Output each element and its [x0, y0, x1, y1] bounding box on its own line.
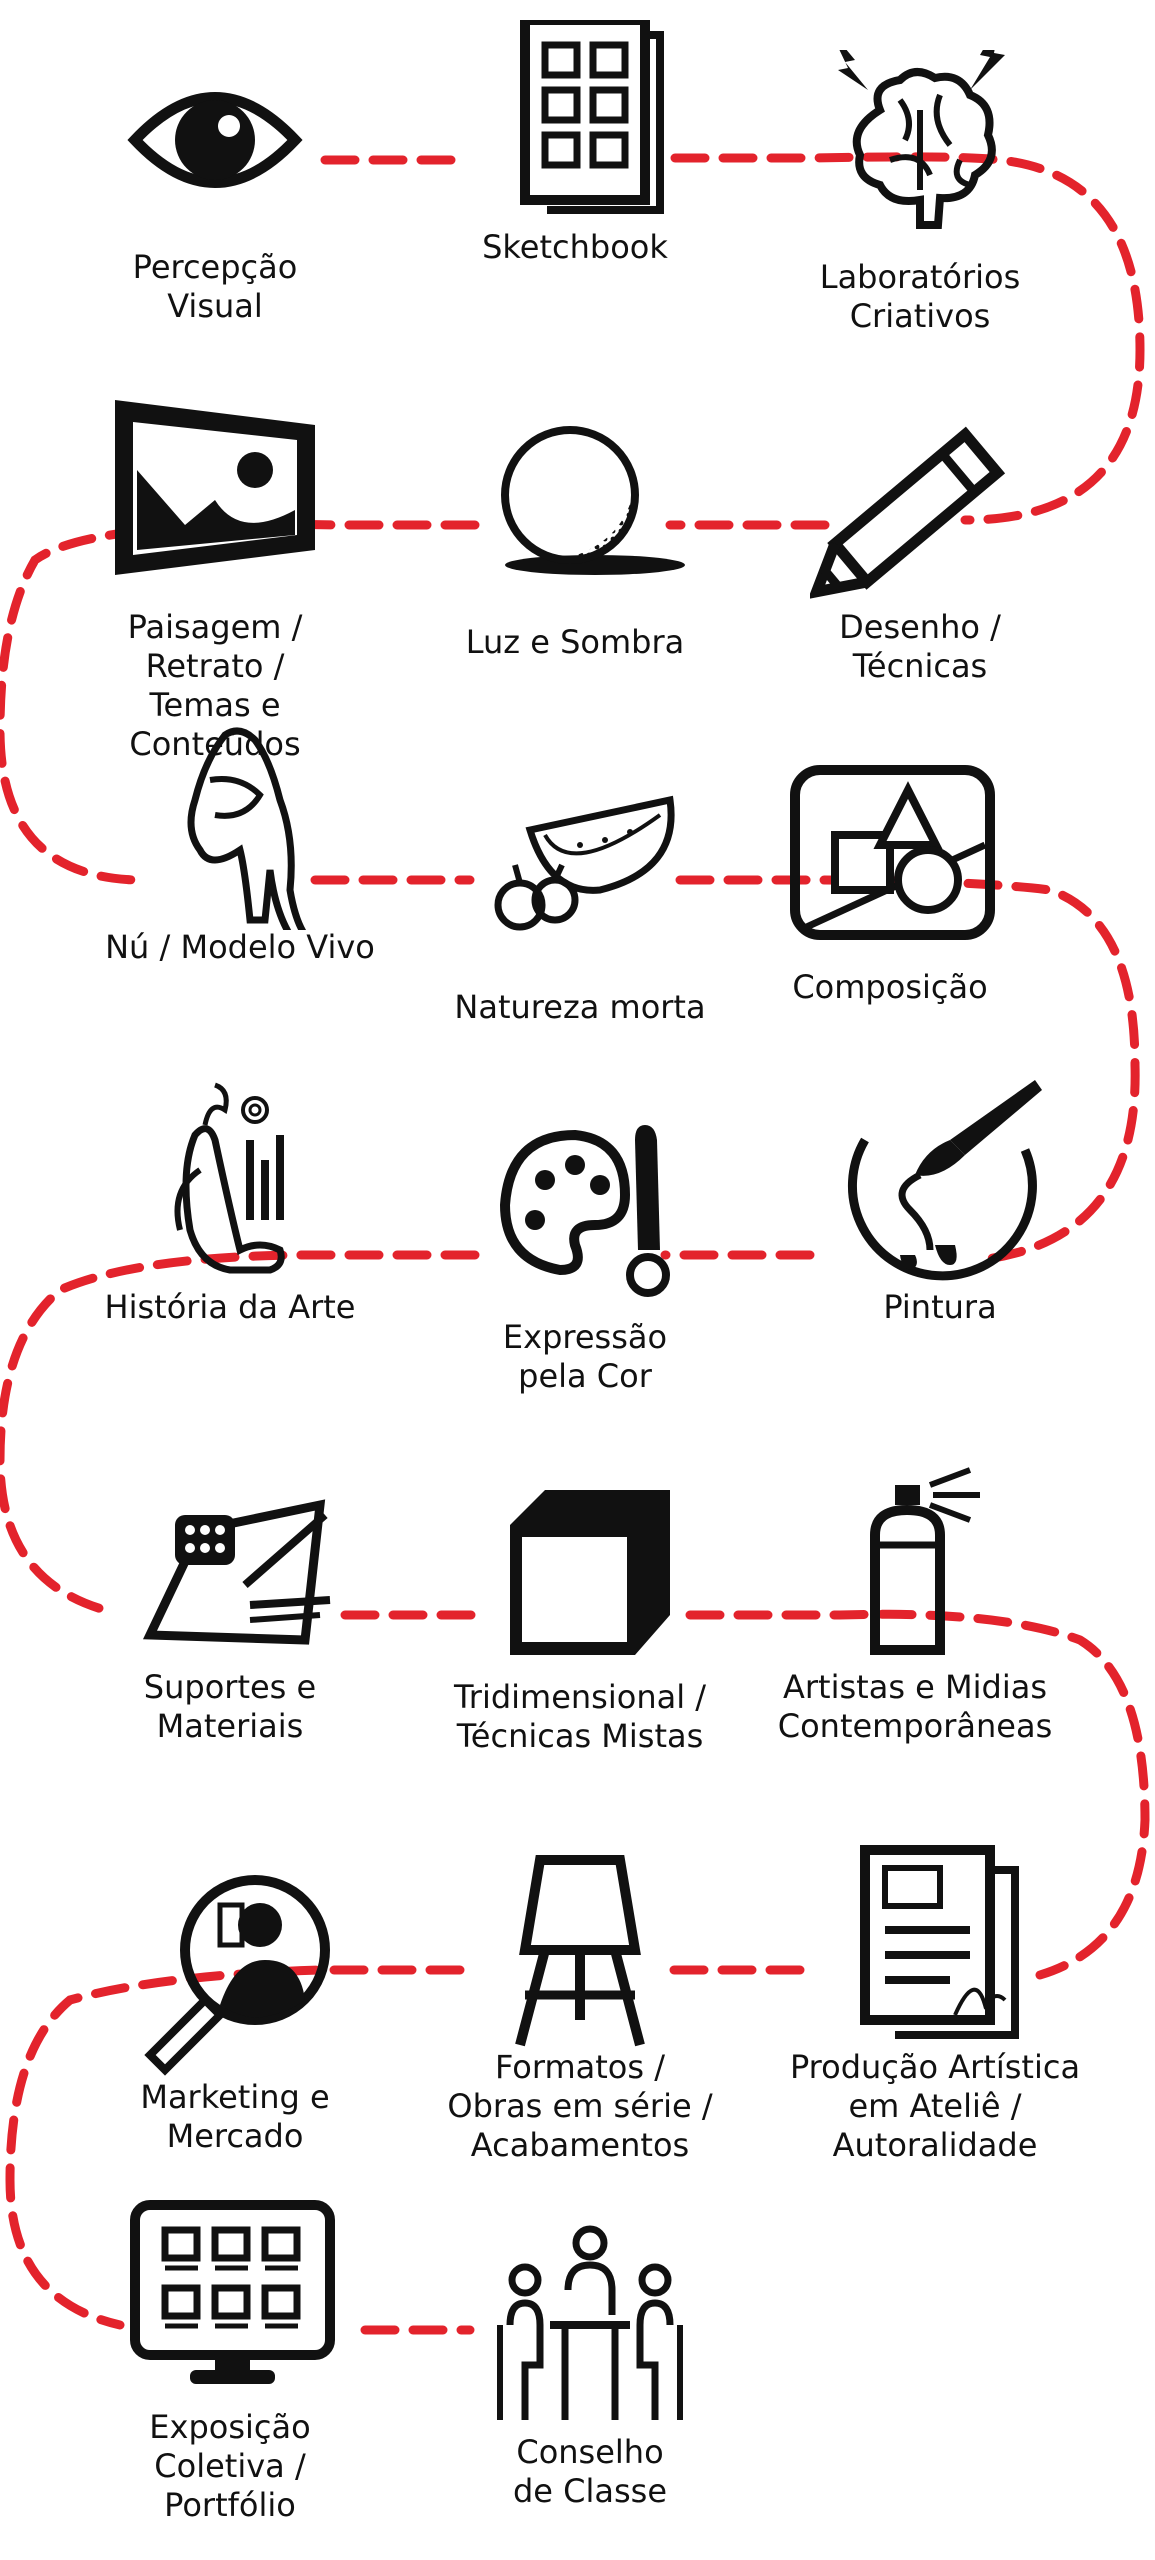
step-label: Composição [792, 968, 988, 1006]
monitor-gallery-icon [120, 2200, 340, 2410]
step-label: Laboratórios Criativos [819, 258, 1021, 335]
easel-icon [470, 1840, 690, 2050]
sketchbook-icon [465, 20, 685, 230]
step-nu-modelo-vivo: Nú / Modelo Vivo [90, 720, 390, 1020]
step-marketing-e-mercado: Marketing e Mercado [85, 1870, 385, 2170]
step-tridimensional: Tridimensional / Técnicas Mistas [430, 1470, 730, 1770]
step-label: Exposição Coletiva / Portfólio [149, 2408, 311, 2524]
art-history-figure-icon [120, 1080, 340, 1290]
landscape-frame-icon [105, 400, 325, 610]
step-label: Percepção Visual [132, 248, 298, 325]
paint-brush-drip-icon [830, 1080, 1050, 1290]
step-producao-artistica: Produção Artística em Ateliê / Autoralid… [785, 1840, 1085, 2164]
step-label: Formatos / Obras em série / Acabamentos [447, 2048, 713, 2164]
spray-can-icon [805, 1460, 1025, 1670]
brain-lightning-icon [810, 50, 1030, 260]
step-label: Desenho / Técnicas [839, 608, 1001, 685]
shaded-sphere-icon [465, 415, 685, 625]
step-exposicao-coletiva: Exposição Coletiva / Portfólio [80, 2200, 380, 2524]
canvas-tools-icon [120, 1460, 340, 1670]
signed-document-icon [825, 1840, 1045, 2050]
step-label: Pintura [883, 1288, 997, 1326]
palette-brush-icon [475, 1110, 695, 1320]
step-label: História da Arte [104, 1288, 356, 1326]
step-label: Tridimensional / Técnicas Mistas [453, 1678, 707, 1755]
step-suportes-e-materiais: Suportes e Materiais [80, 1460, 380, 1760]
step-luz-e-sombra: Luz e Sombra [425, 415, 725, 715]
step-historia-da-arte: História da Arte [80, 1080, 380, 1380]
step-expressao-pela-cor: Expressão pela Cor [435, 1110, 735, 1410]
meeting-table-icon [480, 2225, 700, 2435]
step-label: Artistas e Midias Contemporâneas [777, 1668, 1053, 1745]
step-label: Sketchbook [482, 228, 668, 266]
seated-figure-icon [130, 720, 350, 930]
pencil-icon [810, 400, 1030, 610]
step-percepcao-visual: Percepção Visual [65, 40, 365, 340]
step-label: Expressão pela Cor [502, 1318, 668, 1395]
step-label: Luz e Sombra [465, 623, 685, 661]
step-label: Conselho de Classe [512, 2433, 668, 2510]
fruit-still-life-icon [470, 780, 690, 990]
step-natureza-morta: Natureza morta [430, 780, 730, 1080]
step-formatos: Formatos / Obras em série / Acabamentos [430, 1840, 730, 2164]
step-paisagem-retrato: Paisagem / Retrato / Temas e Conteúdos [65, 400, 365, 763]
step-label: Marketing e Mercado [140, 2078, 330, 2155]
step-pintura: Pintura [790, 1080, 1090, 1380]
step-label: Suportes e Materiais [143, 1668, 317, 1745]
step-composicao: Composição [740, 760, 1040, 1060]
eye-icon [105, 40, 325, 250]
step-desenho-tecnicas: Desenho / Técnicas [770, 400, 1070, 700]
step-artistas-e-midias: Artistas e Midias Contemporâneas [765, 1460, 1065, 1760]
step-label: Natureza morta [454, 988, 706, 1026]
magnifier-person-icon [125, 1870, 345, 2080]
cube-icon [470, 1470, 690, 1680]
step-laboratorios-criativos: Laboratórios Criativos [770, 50, 1070, 350]
step-sketchbook: Sketchbook [425, 20, 725, 320]
geometric-shapes-icon [780, 760, 1000, 970]
step-label: Produção Artística em Ateliê / Autoralid… [789, 2048, 1081, 2164]
step-label: Nú / Modelo Vivo [105, 928, 375, 966]
step-conselho-de-classe: Conselho de Classe [440, 2225, 740, 2525]
